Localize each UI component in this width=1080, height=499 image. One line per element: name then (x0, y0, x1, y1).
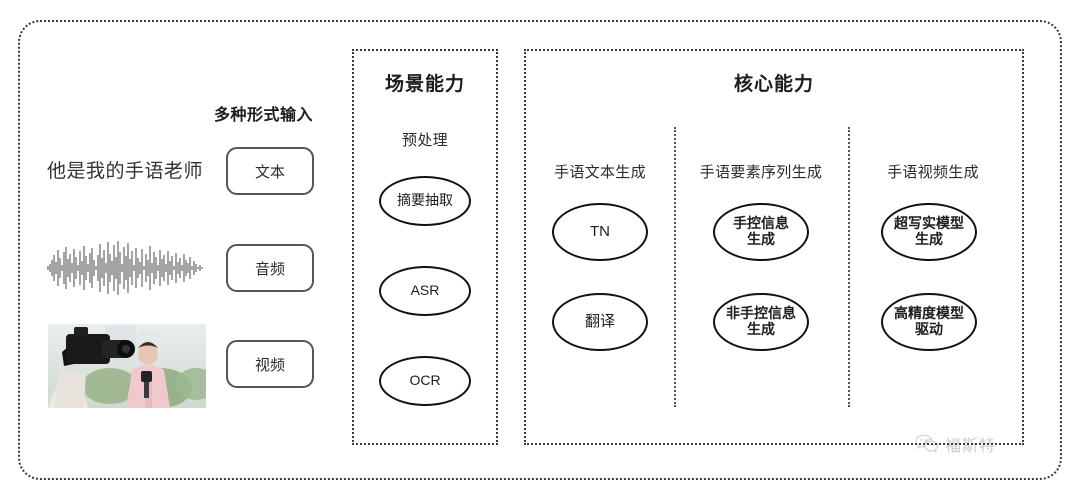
outer-frame (18, 20, 1062, 480)
core-node-hyper-realistic-model-generation[interactable]: 超写实模型生成 (881, 203, 977, 261)
scene-node-summary-extraction-label: 摘要抽取 (397, 192, 453, 209)
modality-pill-video-label: 视频 (254, 356, 285, 374)
scene-node-summary-extraction[interactable]: 摘要抽取 (379, 176, 471, 226)
scene-node-ocr[interactable]: OCR (379, 356, 471, 406)
scene-capability-box: 场景能力 预处理 摘要抽取 ASR OCR (352, 49, 498, 445)
core-capability-box: 核心能力 手语文本生成 TN 翻译 手语要素序列生成 手控信息生成 非手控信息生… (524, 49, 1024, 445)
modality-pill-audio-label: 音频 (254, 260, 285, 278)
core-node-translation-label: 翻译 (584, 312, 615, 330)
modality-pill-audio[interactable]: 音频 (226, 244, 314, 292)
scene-node-ocr-label: OCR (409, 372, 441, 389)
core-capability-title: 核心能力 (733, 74, 814, 95)
core-column-2-title: 手语要素序列生成 (699, 164, 823, 181)
modality-pill-video[interactable]: 视频 (226, 340, 314, 388)
watermark-text: 福斯特 (945, 438, 997, 455)
core-node-manual-info-generation-label: 手控信息生成 (733, 215, 789, 247)
core-node-tn-label: TN (590, 222, 610, 240)
core-node-manual-info-generation[interactable]: 手控信息生成 (713, 203, 809, 261)
sample-sentence-text: 他是我的手语老师 (47, 161, 204, 182)
core-column-1-title: 手语文本生成 (554, 164, 646, 181)
core-node-hyper-realistic-model-generation-label: 超写实模型生成 (894, 215, 964, 247)
core-node-tn[interactable]: TN (552, 203, 648, 261)
input-section-heading: 多种形式输入 (214, 107, 314, 124)
scene-capability-subtitle: 预处理 (402, 132, 448, 149)
scene-capability-title: 场景能力 (384, 74, 465, 95)
core-node-non-manual-info-generation[interactable]: 非手控信息生成 (713, 293, 809, 351)
scene-node-asr-label: ASR (410, 282, 440, 299)
scene-node-asr[interactable]: ASR (379, 266, 471, 316)
modality-pill-text-label: 文本 (254, 163, 285, 181)
core-node-high-precision-model-driving-label: 高精度模型驱动 (894, 305, 964, 337)
modality-pill-text[interactable]: 文本 (226, 147, 314, 195)
wechat-icon (915, 434, 939, 453)
core-node-translation[interactable]: 翻译 (552, 293, 648, 351)
core-column-divider-1 (674, 127, 676, 407)
video-thumbnail-icon (48, 324, 206, 408)
core-column-divider-2 (848, 127, 850, 407)
core-node-high-precision-model-driving[interactable]: 高精度模型驱动 (881, 293, 977, 351)
watermark: 福斯特 (915, 432, 996, 456)
waveform-icon (47, 241, 203, 295)
core-column-3-title: 手语视频生成 (887, 164, 979, 181)
core-node-non-manual-info-generation-label: 非手控信息生成 (726, 305, 796, 337)
